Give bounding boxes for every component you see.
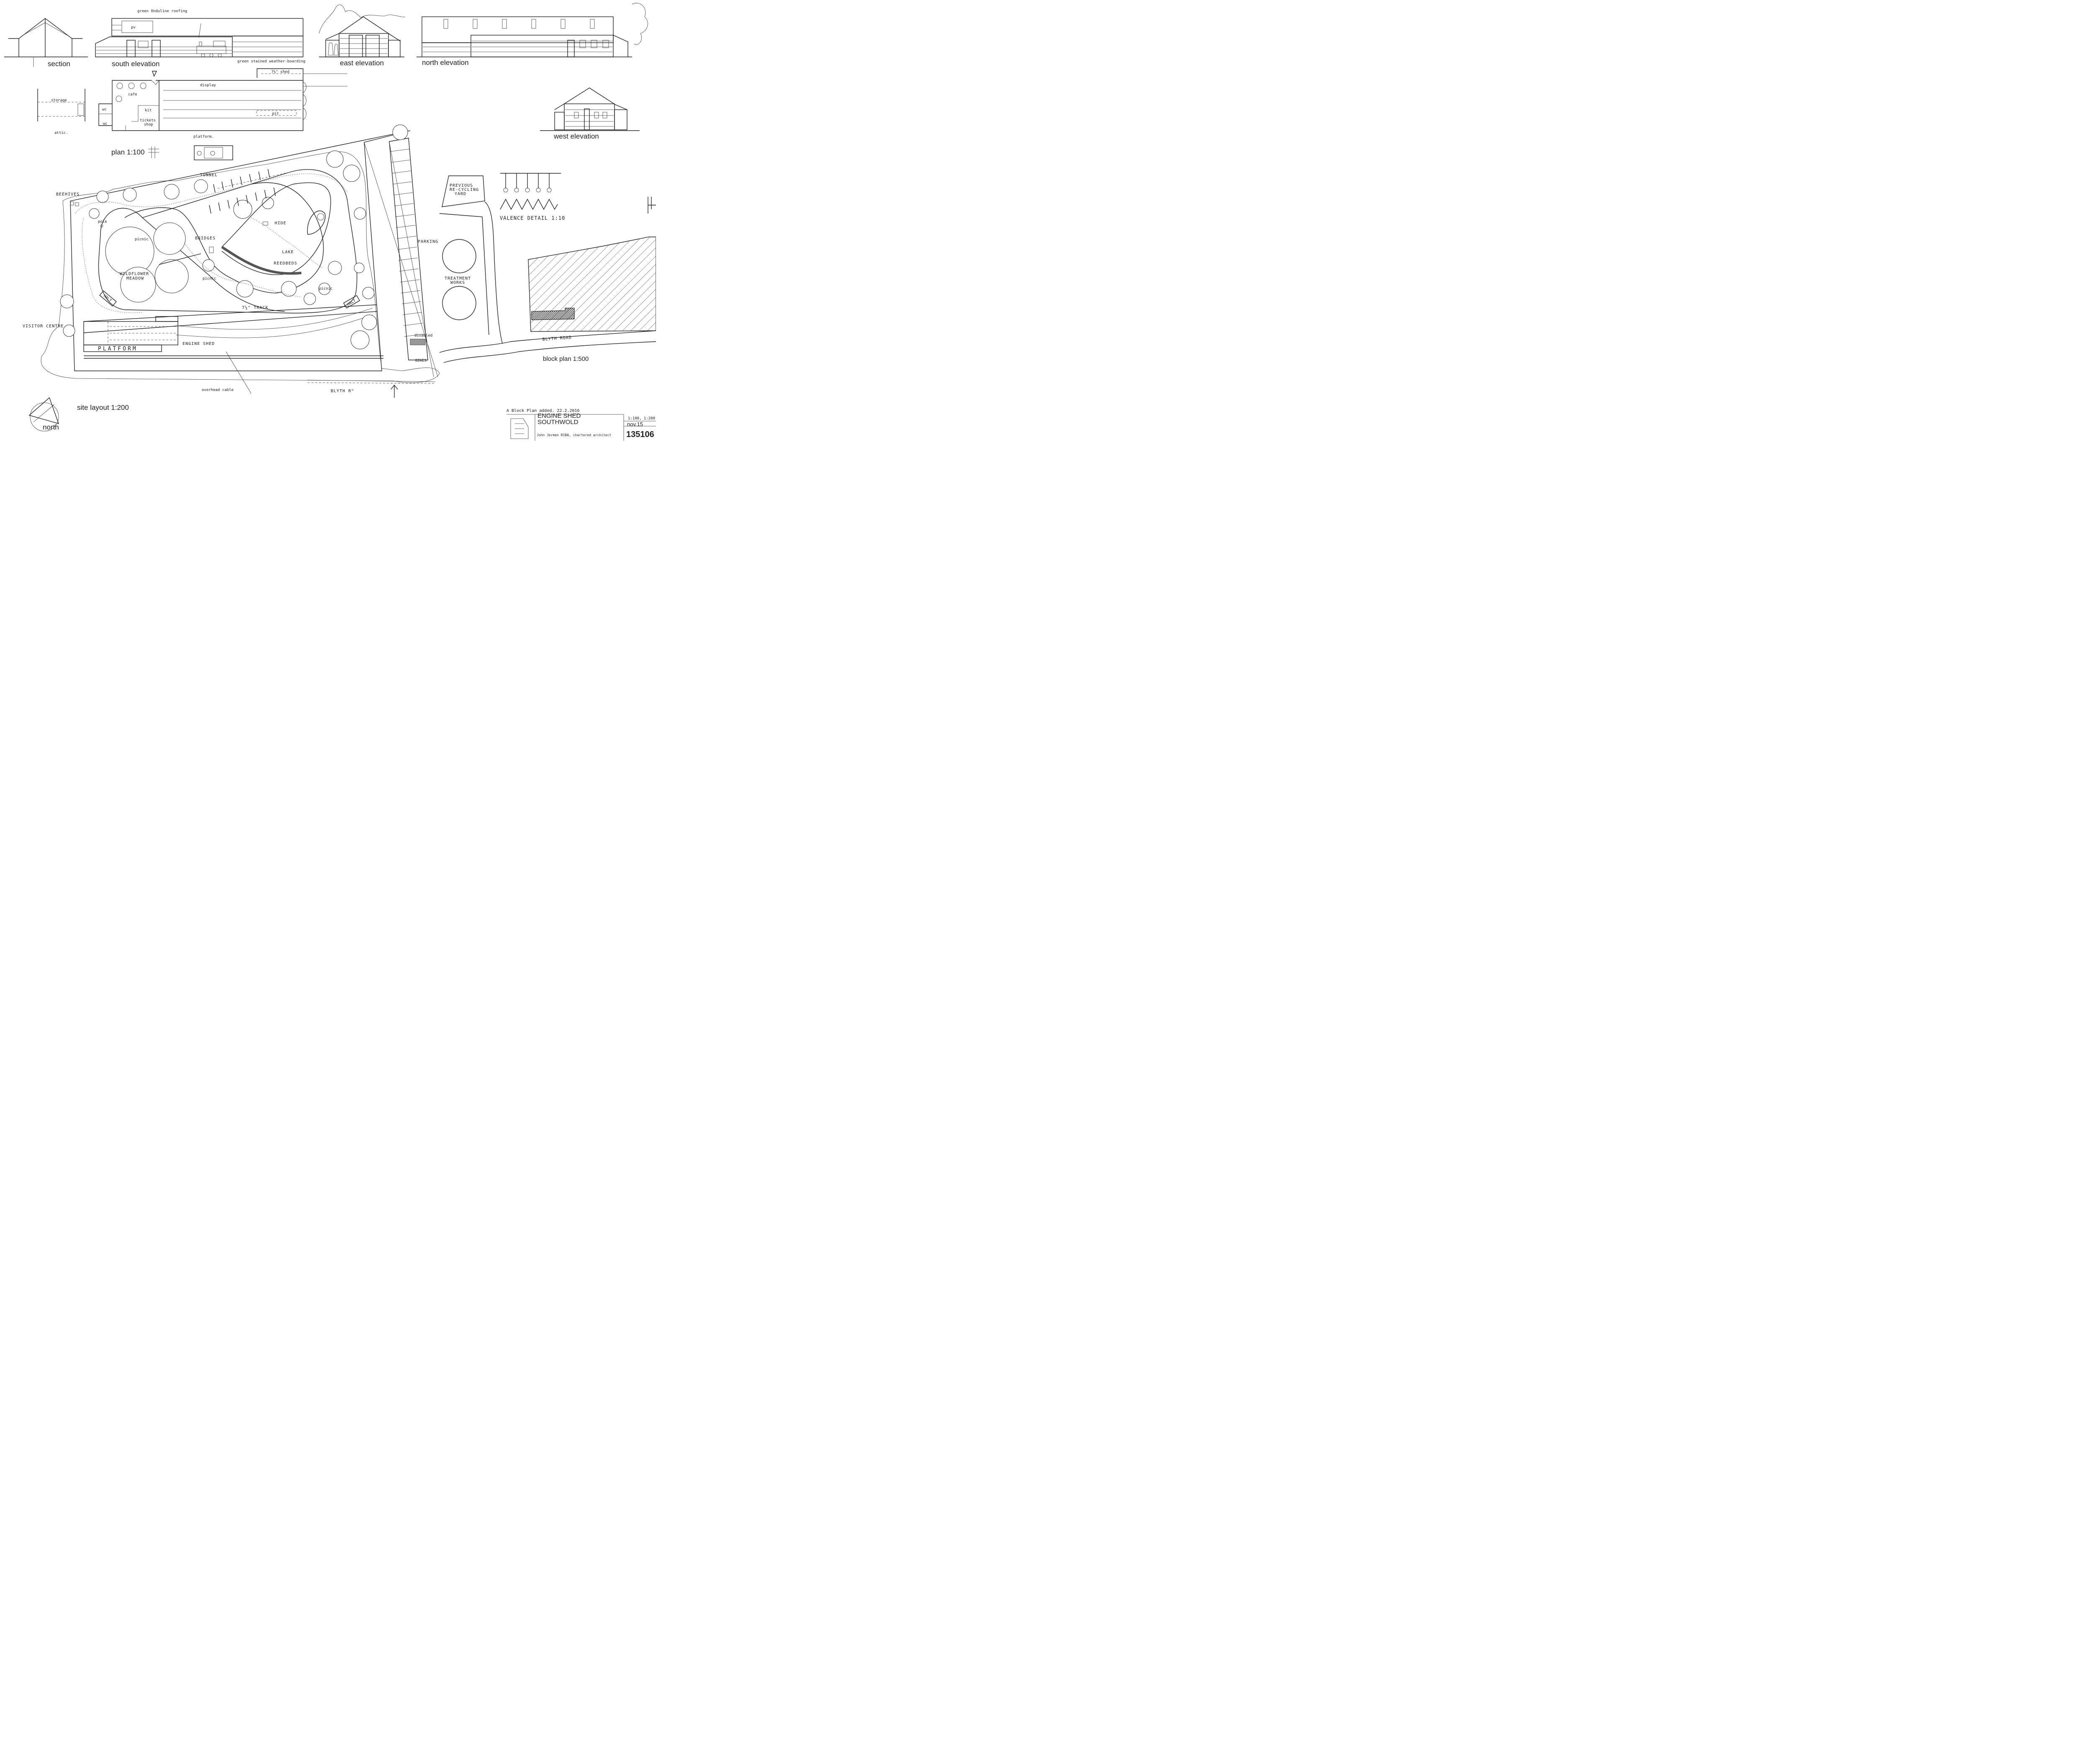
wc1-label: wc <box>102 108 107 112</box>
bikes-label: BIKES <box>415 359 427 363</box>
recycling-label-1: PREVIOUS <box>450 183 473 188</box>
visitor-centre-label: VISITOR CENTRE <box>23 324 64 329</box>
meadow-label-1: WILDFLOWER <box>120 272 149 276</box>
lake-label: LAKE <box>282 250 294 255</box>
drawing-number: 135106 <box>626 430 654 439</box>
picnic-label-1: picnic <box>135 237 149 242</box>
tunnel <box>209 169 276 214</box>
attic-label: attic. <box>54 131 68 135</box>
west-elevation-drawing: west elevation <box>540 87 640 140</box>
tunnel-label: TUNNEL <box>200 173 218 177</box>
bridges-label: BRIDGES <box>195 236 216 241</box>
section-drawing: section <box>4 18 88 68</box>
west-elevation-title: west elevation <box>553 132 599 140</box>
tickets-label: tickets <box>140 118 156 123</box>
block-plan-title: block plan 1:500 <box>543 355 589 363</box>
blyth-rd-label: BLYTH Rᴰ <box>331 389 354 393</box>
roofing-note: green Onduline roofing <box>137 9 187 13</box>
reedbeds-label: REEDBEDS <box>274 261 297 266</box>
pole-label: pole <box>98 220 107 224</box>
site-layout-title: site layout 1:200 <box>77 404 129 411</box>
north-label: north <box>43 423 59 431</box>
site-platform-label: PLATFORM <box>98 346 138 352</box>
halt-west: HALT <box>99 290 117 307</box>
title-block: A Block Plan added. 22.2.2016 ENGINE SHE… <box>507 409 656 441</box>
blyth-road-label: BLYTH ROAD <box>542 335 572 342</box>
display-label: display <box>200 83 216 87</box>
picnic-label-2: picnic <box>203 277 216 281</box>
scale-note: 1:100, 1:200 <box>628 417 655 421</box>
floor-plan: storage attic. cafe display 7¼" shed wc … <box>37 68 347 160</box>
picnic-label-3: picnic <box>319 287 333 291</box>
drawing-sheet: section pv green Onduline roofing green … <box>4 3 656 441</box>
cafe-label: cafe <box>128 93 137 97</box>
valence-detail: VALENCE DETAIL 1:10 <box>500 173 565 221</box>
track-label: 7¼" TRACK <box>242 305 268 310</box>
south-elevation-title: south elevation <box>112 60 159 68</box>
treatment-label-1: TREATMENT <box>445 276 471 281</box>
kitchen-label: kit <box>145 108 152 113</box>
pit-label: pit <box>272 112 279 116</box>
locomotive-sketch <box>196 41 226 57</box>
svg-text:HALT: HALT <box>347 298 357 307</box>
trees <box>60 124 408 350</box>
boarding-note: green stained weather-boarding <box>237 59 306 64</box>
site-layout: disabled BIKES PARKING <box>23 124 440 411</box>
block-plan: PREVIOUS RE-CYCLING YARD TREATMENT WORKS… <box>439 175 656 363</box>
title-line-2: SOUTHWOLD <box>537 419 579 426</box>
beehives-label: BEEHIVES <box>56 192 80 197</box>
valence-title: VALENCE DETAIL 1:10 <box>500 215 565 221</box>
north-elevation-drawing: north elevation <box>417 3 648 67</box>
plan-platform-label: platform. <box>193 135 214 139</box>
south-elevation-drawing: pv green Onduline roofing green stained … <box>95 9 306 68</box>
north-arrow: north <box>28 397 59 432</box>
revision-note: A Block Plan added. 22.2.2016 <box>507 409 580 413</box>
section-title: section <box>48 60 70 68</box>
wc2-label: wc <box>103 122 108 126</box>
east-elevation-title: east elevation <box>340 59 384 67</box>
storage-label: storage <box>51 98 67 103</box>
north-elevation-title: north elevation <box>422 59 469 67</box>
recycling-label-2: RE-CYCLING <box>450 188 479 192</box>
architect-name: John Jermen RIBA, chartered architect <box>537 433 611 437</box>
engine-shed-label: ENGINE SHED <box>183 342 215 346</box>
recycling-label-3: YARD <box>455 192 466 196</box>
hide-label: HIDE <box>275 221 286 226</box>
date-note: nov.15 <box>627 421 643 427</box>
parking-label: PARKING <box>418 239 438 244</box>
meadow-label-2: MEADOW <box>126 276 144 281</box>
treatment-label-2: WORKS <box>450 280 465 285</box>
overhead-cable-label: overhead cable <box>202 388 234 392</box>
title-line-1: ENGINE SHED <box>537 412 581 419</box>
shed-label: 7¼" shed <box>271 70 289 74</box>
pv-note: pv <box>131 26 136 30</box>
disabled-label: disabled <box>414 334 432 338</box>
east-elevation-drawing: east elevation <box>319 4 406 67</box>
plan-title: plan 1:100 <box>111 148 144 156</box>
shop-label: shop <box>144 123 153 127</box>
